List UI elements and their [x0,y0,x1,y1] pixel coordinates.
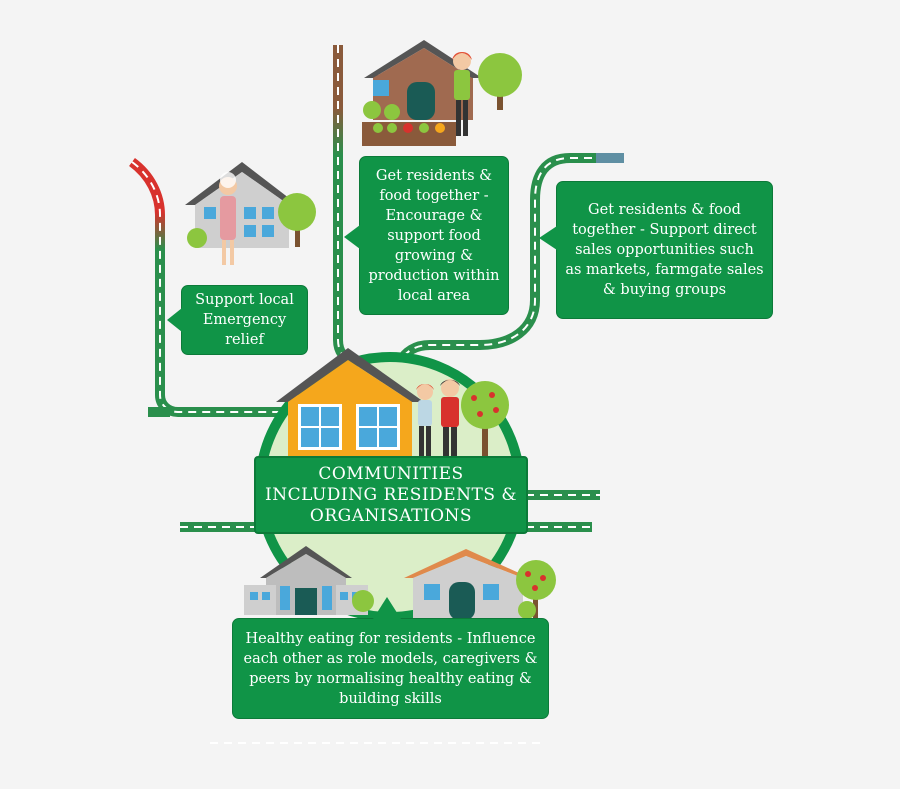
callout-pointer [373,597,401,619]
tree-icon [187,228,207,248]
callout-text: Support local Emergency relief [195,292,294,348]
callout-text: Healthy eating for residents - Influence… [243,630,538,707]
person-icon [440,379,460,457]
callout-direct-sales: Get residents & food together - Support … [539,181,773,319]
callout-food-growing: Get residents & food together - Encourag… [344,156,509,315]
tree-icon [461,381,509,456]
house-icon [276,348,424,457]
callout-pointer [167,308,182,332]
callout-pointer [539,226,557,250]
tree-icon [518,601,536,619]
house-icon [244,546,368,615]
person-icon [219,172,237,265]
tree-icon [516,560,556,618]
person-icon [416,384,434,456]
callout-text: Get residents & food together - Encourag… [368,167,500,304]
central-label: COMMUNITIES INCLUDING RESIDENTS & ORGANI… [265,463,517,526]
tree-icon [478,53,522,110]
garden-icon [362,101,456,146]
tree-icon [352,590,374,612]
callout-emergency-relief: Support local Emergency relief [167,285,308,355]
central-banner: COMMUNITIES INCLUDING RESIDENTS & ORGANI… [254,456,528,534]
person-icon [452,52,472,136]
callout-pointer [344,225,360,249]
house-icon [404,549,530,620]
callout-text: Get residents & food together - Support … [565,202,764,298]
tree-icon [278,193,316,247]
callout-healthy-eating: Healthy eating for residents - Influence… [232,597,549,719]
